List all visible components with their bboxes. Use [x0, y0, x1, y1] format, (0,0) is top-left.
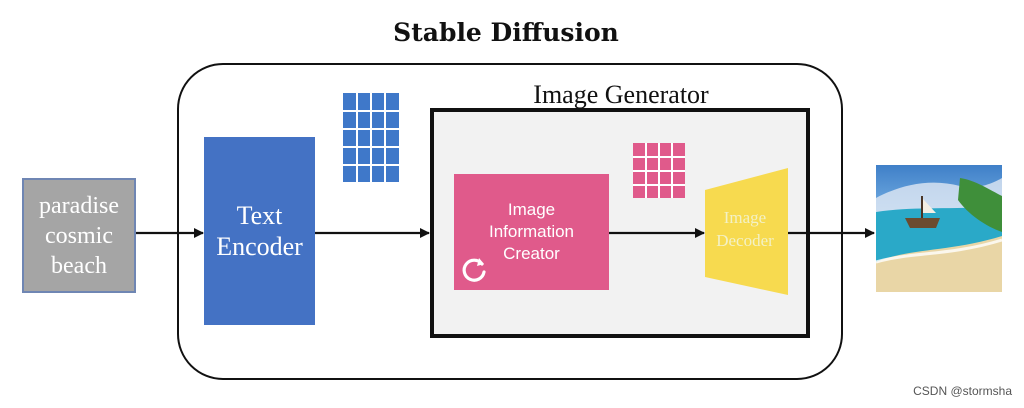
info-creator-line-1: Image: [507, 200, 556, 219]
info-creator-line-3: Creator: [503, 244, 560, 263]
prompt-line-2: cosmic: [45, 222, 113, 249]
stable-diffusion-container: [177, 63, 843, 380]
prompt-line-1: paradise: [39, 192, 119, 219]
image-decoder-shape: [705, 168, 788, 295]
text-encoder-block: Text Encoder: [204, 137, 315, 325]
text-encoder-line-1: Text: [236, 201, 283, 230]
output-image: [875, 165, 1003, 292]
text-encoder-line-2: Encoder: [216, 232, 303, 261]
image-decoder-label: Image Decoder: [705, 206, 785, 252]
latent-grid-icon: [633, 143, 685, 198]
text-embedding-grid-icon: [343, 93, 399, 182]
diagram-title: Stable Diffusion: [393, 18, 619, 47]
prompt-box: paradise cosmic beach: [22, 178, 136, 293]
decoder-line-1: Image: [723, 208, 767, 227]
watermark: CSDN @stormsha: [913, 384, 1012, 398]
refresh-icon: [462, 258, 486, 282]
image-information-creator-block: Image Information Creator: [454, 174, 609, 290]
decoder-line-2: Decoder: [716, 231, 774, 250]
image-generator-label: Image Generator: [533, 80, 709, 109]
prompt-line-3: beach: [51, 252, 107, 279]
info-creator-line-2: Information: [488, 222, 575, 241]
